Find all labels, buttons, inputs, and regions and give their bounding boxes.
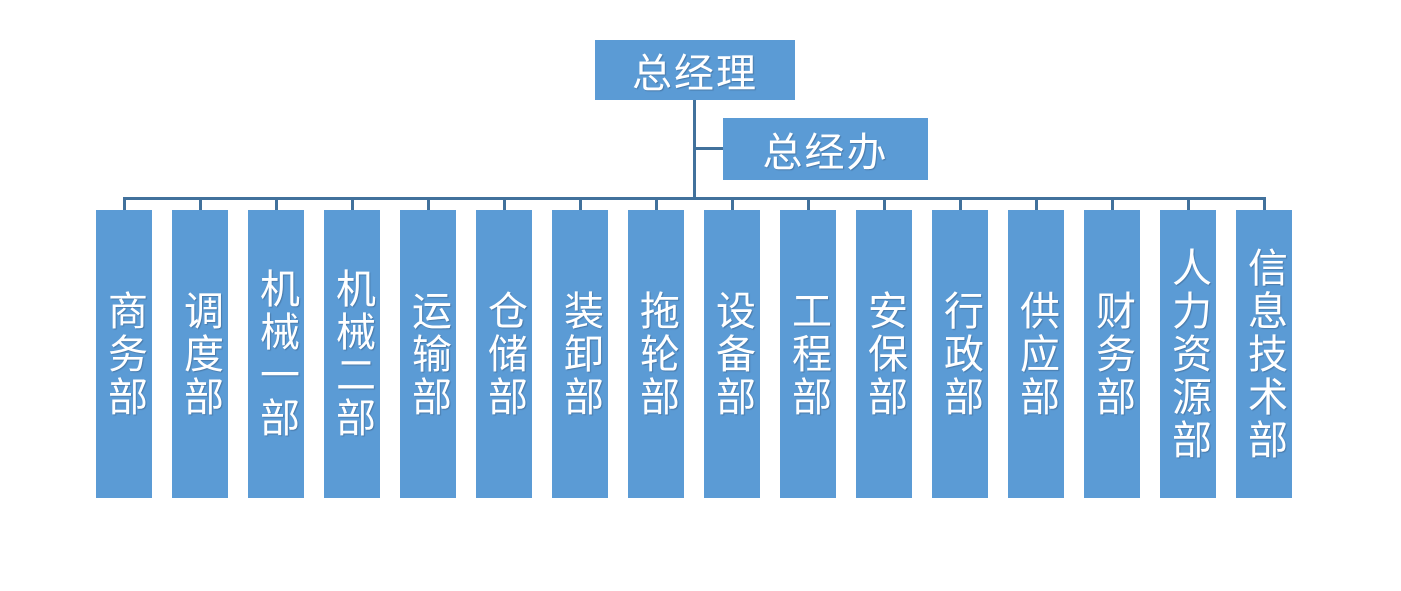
- org-node-label: 供应部: [1014, 289, 1059, 419]
- connector-tick: [274, 197, 278, 210]
- department-cell: 拖轮部: [628, 197, 684, 498]
- org-node-department: 行政部: [932, 210, 988, 498]
- org-node-label: 机械一部: [254, 268, 299, 440]
- org-node-label: 总经理: [632, 51, 758, 96]
- org-node-department: 信息技术部: [1236, 210, 1292, 498]
- org-node-label: 装卸部: [558, 289, 603, 419]
- connector-tick: [730, 197, 734, 210]
- department-cell: 行政部: [932, 197, 988, 498]
- department-cell: 仓储部: [476, 197, 532, 498]
- connector-rake-line: [123, 197, 1266, 200]
- org-node-department: 工程部: [780, 210, 836, 498]
- department-cell: 调度部: [172, 197, 228, 498]
- department-cell: 商务部: [96, 197, 152, 498]
- department-cell: 工程部: [780, 197, 836, 498]
- org-node-gm-office: 总经办: [723, 118, 928, 180]
- org-node-department: 商务部: [96, 210, 152, 498]
- org-node-department: 财务部: [1084, 210, 1140, 498]
- connector-tick: [1110, 197, 1114, 210]
- connector-tick: [198, 197, 202, 210]
- connector-tick: [122, 197, 126, 210]
- org-node-general-manager: 总经理: [595, 40, 795, 100]
- org-node-department: 调度部: [172, 210, 228, 498]
- department-row: 商务部 调度部 机械一部 机械二部 运输部: [96, 197, 1292, 498]
- org-node-department: 机械二部: [324, 210, 380, 498]
- department-cell: 安保部: [856, 197, 912, 498]
- org-node-label: 设备部: [710, 289, 755, 419]
- org-node-label: 财务部: [1090, 289, 1135, 419]
- org-node-department: 运输部: [400, 210, 456, 498]
- connector-tick: [806, 197, 810, 210]
- org-node-label: 拖轮部: [634, 289, 679, 419]
- connector-root-stem: [693, 100, 696, 198]
- org-node-label: 调度部: [178, 289, 223, 419]
- org-node-label: 信息技术部: [1242, 246, 1287, 462]
- department-cell: 运输部: [400, 197, 456, 498]
- org-node-label: 运输部: [406, 289, 451, 419]
- connector-tick: [1034, 197, 1038, 210]
- org-node-department: 设备部: [704, 210, 760, 498]
- connector-tick: [958, 197, 962, 210]
- org-node-department: 机械一部: [248, 210, 304, 498]
- org-node-label: 商务部: [102, 289, 147, 419]
- org-node-department: 供应部: [1008, 210, 1064, 498]
- department-cell: 信息技术部: [1236, 197, 1292, 498]
- org-node-label: 安保部: [862, 289, 907, 419]
- department-cell: 机械二部: [324, 197, 380, 498]
- org-node-department: 仓储部: [476, 210, 532, 498]
- org-node-label: 人力资源部: [1166, 246, 1211, 462]
- connector-tick: [1186, 197, 1190, 210]
- department-cell: 机械一部: [248, 197, 304, 498]
- org-node-department: 拖轮部: [628, 210, 684, 498]
- connector-tick: [578, 197, 582, 210]
- org-node-label: 总经办: [762, 130, 889, 175]
- connector-tick: [502, 197, 506, 210]
- org-node-department: 人力资源部: [1160, 210, 1216, 498]
- department-cell: 供应部: [1008, 197, 1064, 498]
- department-cell: 财务部: [1084, 197, 1140, 498]
- department-cell: 人力资源部: [1160, 197, 1216, 498]
- connector-tick: [1262, 197, 1266, 210]
- connector-tick: [350, 197, 354, 210]
- org-node-label: 行政部: [938, 289, 983, 419]
- org-node-label: 机械二部: [330, 268, 375, 440]
- org-node-department: 安保部: [856, 210, 912, 498]
- org-node-label: 仓储部: [482, 289, 527, 419]
- connector-tick: [654, 197, 658, 210]
- org-node-department: 装卸部: [552, 210, 608, 498]
- connector-assistant-stub: [696, 147, 723, 150]
- connector-tick: [426, 197, 430, 210]
- connector-tick: [882, 197, 886, 210]
- org-node-label: 工程部: [786, 289, 831, 419]
- department-cell: 设备部: [704, 197, 760, 498]
- department-cell: 装卸部: [552, 197, 608, 498]
